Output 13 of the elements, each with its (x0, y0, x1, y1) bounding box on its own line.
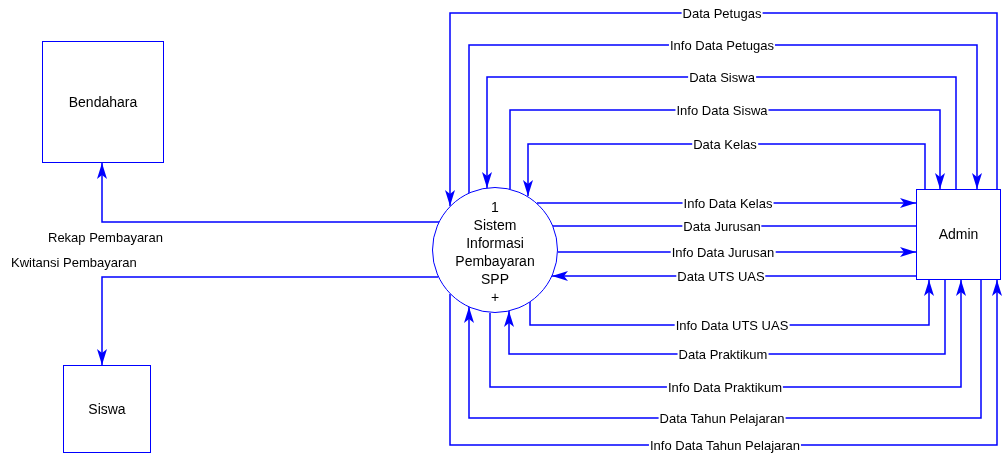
data-flow-arrow (445, 12, 998, 207)
external-entity-box (63, 365, 151, 453)
expand-mark: + (490, 288, 500, 306)
data-flow-arrow (482, 76, 957, 190)
entity-name: Bendahara (68, 92, 138, 112)
data-flow-arrow (97, 162, 440, 223)
data-flow-arrow (97, 276, 439, 366)
process-name: Sistem Informasi Pembayaran SPP (454, 216, 536, 288)
external-entity-box (42, 41, 164, 163)
entity-name: Siswa (88, 399, 126, 419)
external-entity-box (916, 189, 1001, 280)
entity-name: Admin (938, 225, 979, 244)
process-number: 1 (491, 198, 499, 216)
